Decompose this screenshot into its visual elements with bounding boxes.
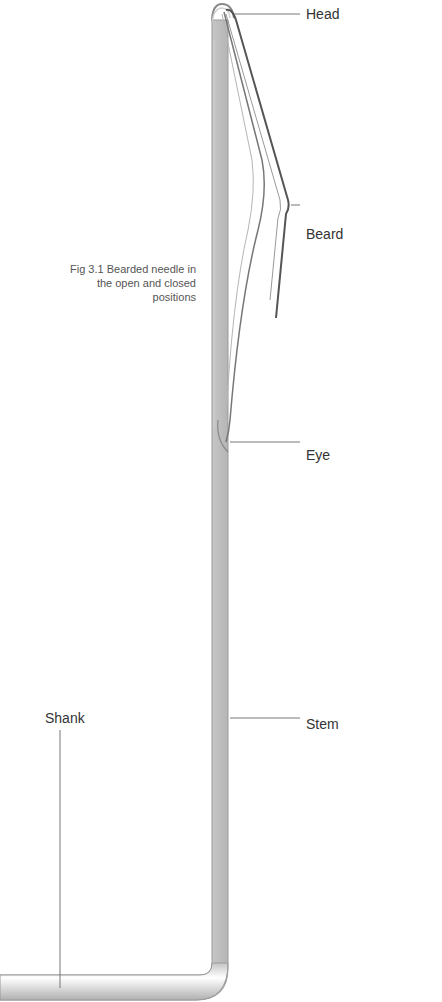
- stem-label: Stem: [305, 716, 340, 732]
- eye-label: Eye: [305, 447, 331, 463]
- figure-caption: Fig 3.1 Bearded needle in the open and c…: [68, 262, 196, 304]
- head-label: Head: [305, 6, 340, 22]
- shank-label: Shank: [44, 710, 86, 726]
- beard-label: Beard: [305, 226, 344, 242]
